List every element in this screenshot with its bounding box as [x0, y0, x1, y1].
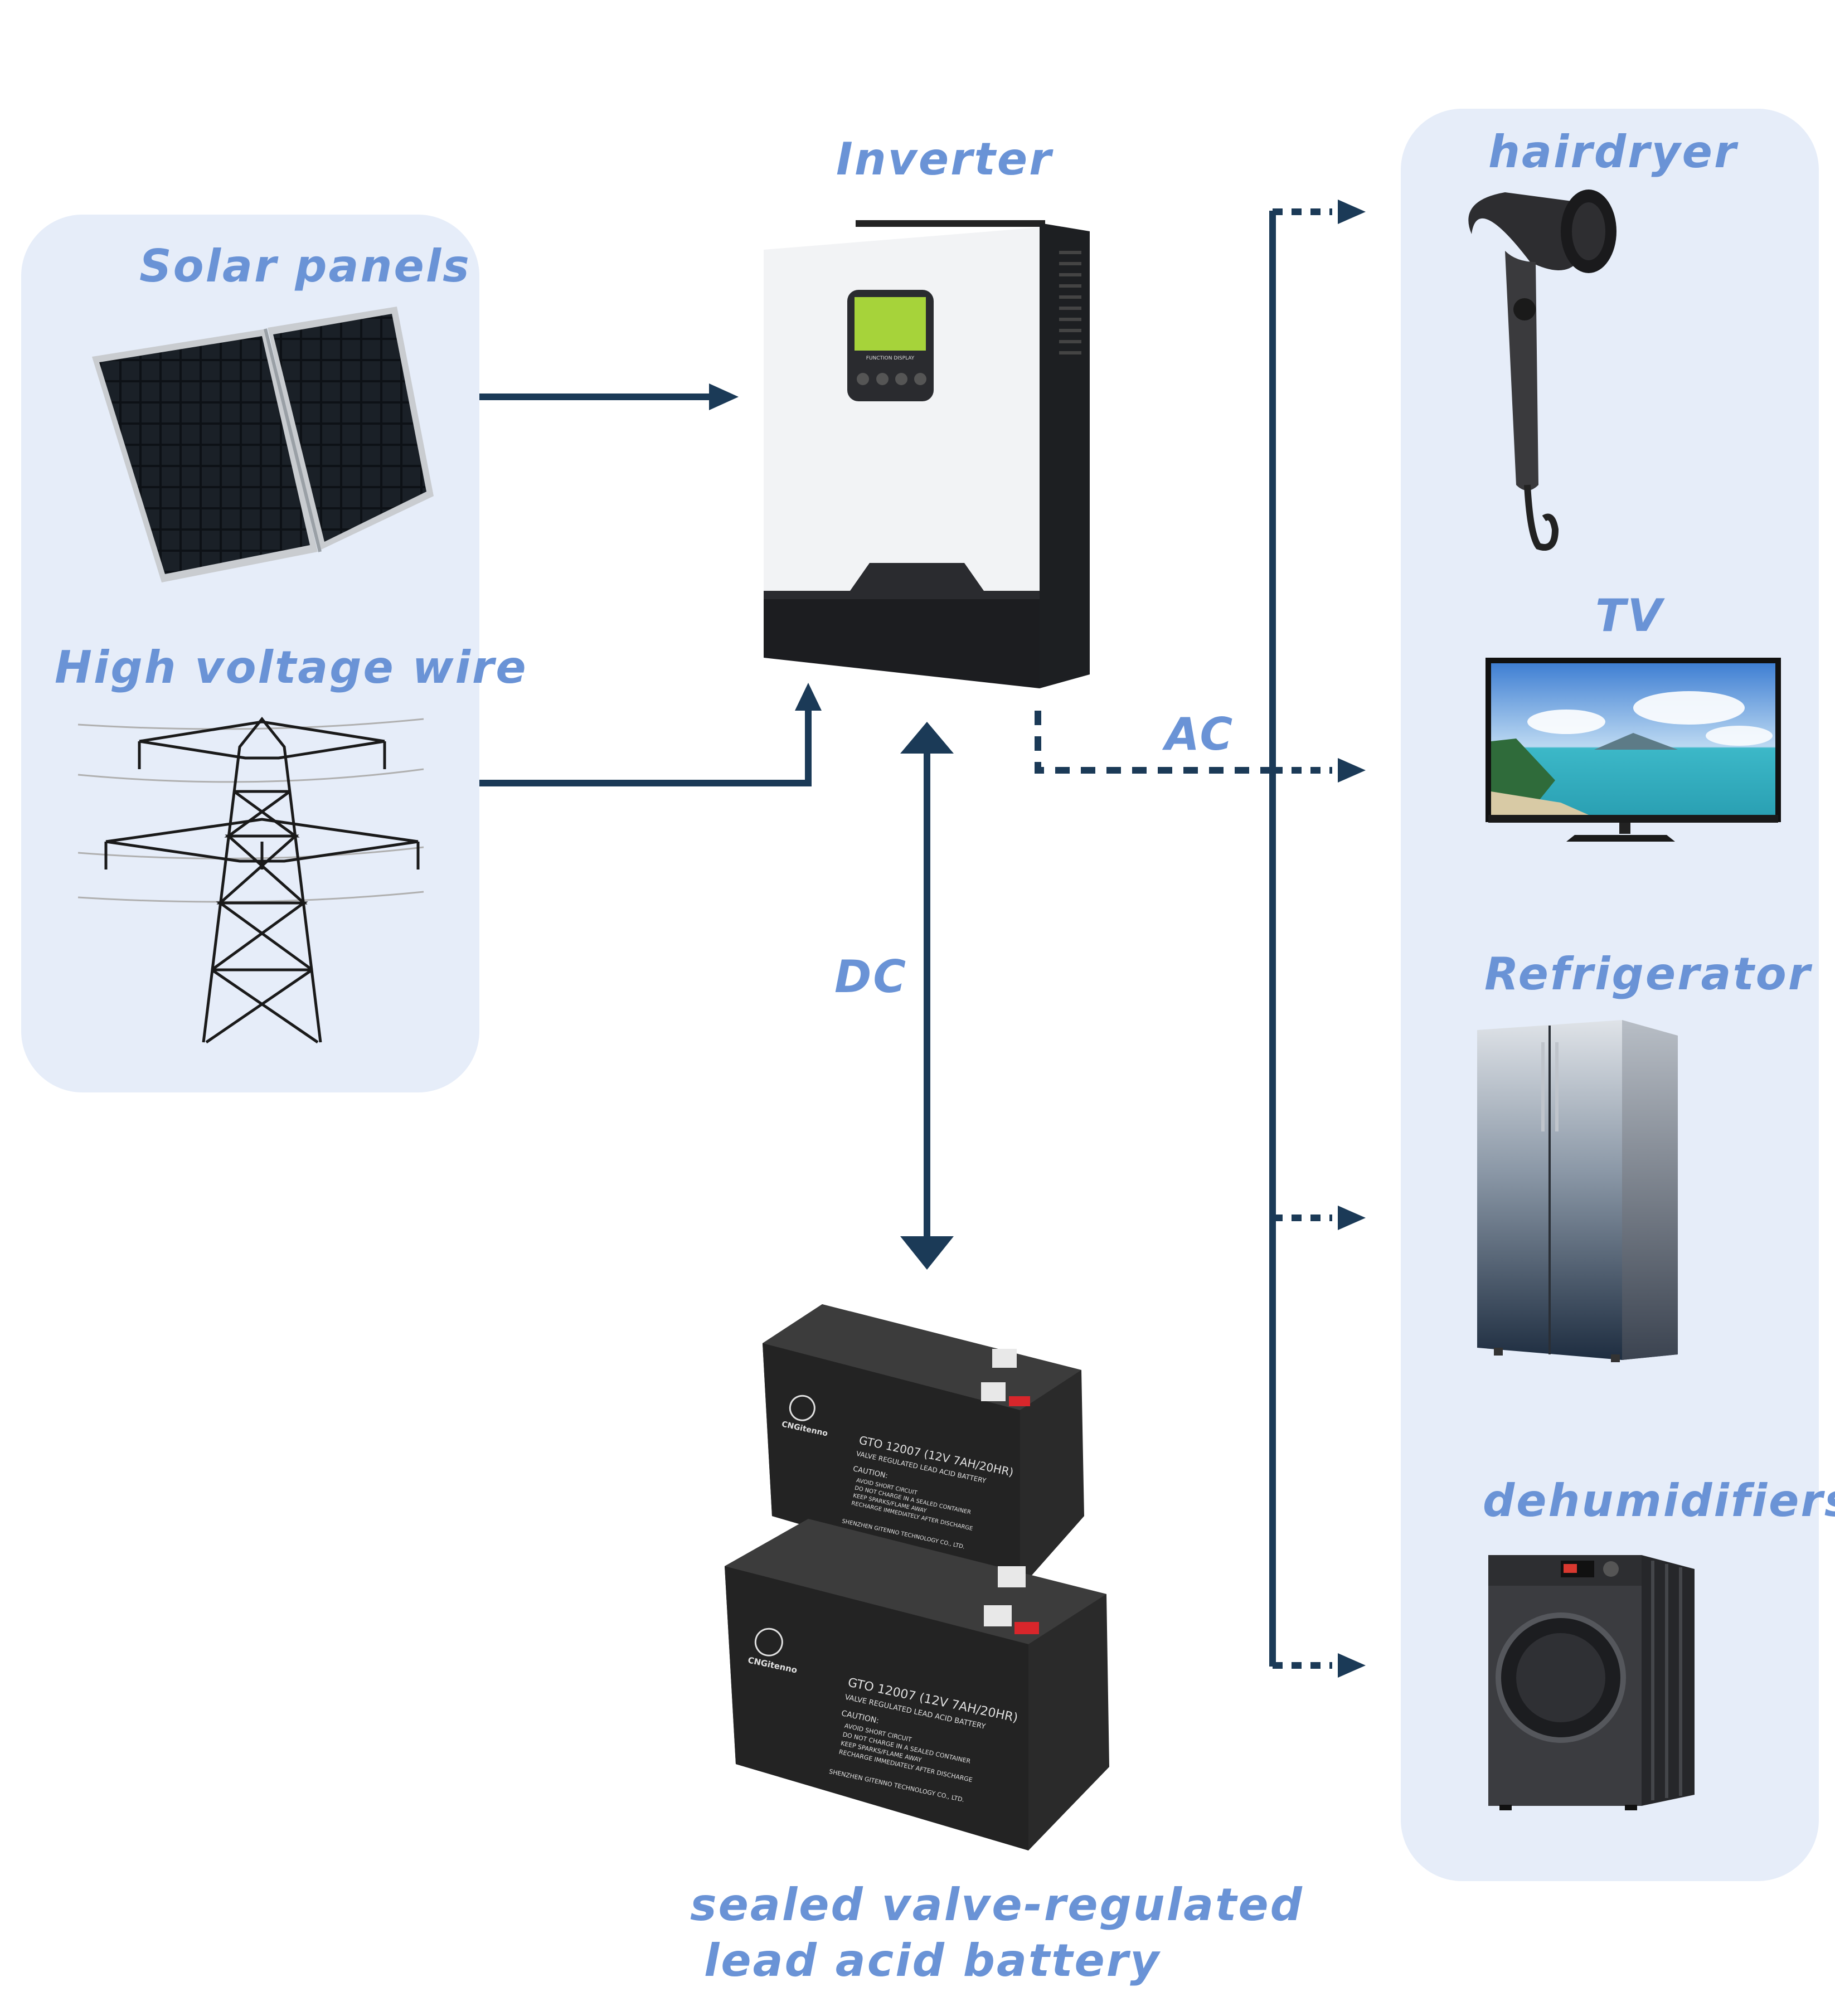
refrigerator-arrowhead [1338, 1206, 1366, 1230]
battery-label-line1: sealed valve-regulated [690, 1879, 1304, 1931]
grid-arrowhead [795, 683, 822, 711]
hairdryer-image [1468, 190, 1616, 551]
solar-panels-label: Solar panels [139, 240, 471, 292]
tv-arrowhead [1338, 758, 1366, 783]
solar-arrowhead [709, 383, 739, 410]
transmission-tower-image [77, 716, 424, 1044]
dehumidifier-image [1488, 1555, 1695, 1810]
battery-image-bottom: GTO 12007 (12V 7AH/20HR) VALVE REGULATED… [725, 1519, 1109, 1850]
refrigerator-label: Refrigerator [1484, 948, 1813, 1000]
inverter-ac-output-line [1035, 711, 1273, 774]
hairdryer-arrowhead [1338, 200, 1366, 224]
loads-panel [1401, 109, 1819, 1881]
dc-arrowhead-down [900, 1236, 954, 1270]
arrowheads [709, 200, 1366, 1678]
dehumidifiers-label: dehumidifiers [1483, 1475, 1835, 1527]
inverter-label: Inverter [836, 133, 1054, 185]
battery-label-line2: lead acid battery [704, 1935, 1161, 1986]
tv-label: TV [1595, 590, 1666, 642]
hairdryer-label: hairdryer [1488, 126, 1739, 178]
tv-image [1486, 658, 1781, 842]
connectors [479, 208, 1332, 1669]
solar-panel-image [92, 307, 434, 582]
ac-label: AC [1162, 708, 1234, 760]
inverter-image: FUNCTION DISPLAY [764, 220, 1090, 688]
refrigerator-image [1477, 1020, 1678, 1362]
dc-arrowhead-up [900, 722, 954, 754]
dehumidifier-arrowhead [1338, 1653, 1366, 1678]
dc-label: DC [834, 951, 907, 1003]
high-voltage-wire-label: High voltage wire [55, 642, 528, 693]
inverter-lcd-text: FUNCTION DISPLAY [866, 356, 915, 361]
grid-to-inverter-line [479, 705, 812, 786]
